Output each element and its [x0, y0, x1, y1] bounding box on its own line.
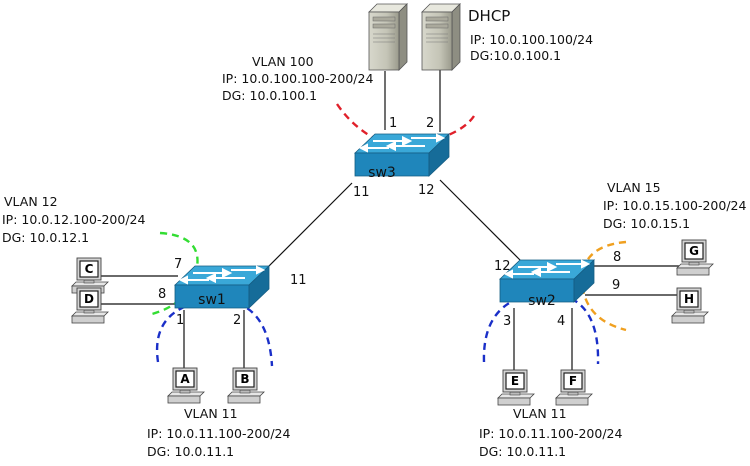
vlan100-ip: IP: 10.0.100.100-200/24: [222, 71, 374, 86]
sw2-label: sw2: [528, 293, 556, 309]
vlan11-left-ip: IP: 10.0.11.100-200/24: [147, 426, 291, 441]
vlan100-dg: DG: 10.0.100.1: [222, 88, 318, 103]
pc-c-label: C: [85, 262, 94, 276]
links: [100, 70, 680, 372]
dhcp-server-icon: [421, 3, 461, 71]
vlan11-left-dg: DG: 10.0.11.1: [147, 444, 235, 459]
sw1-port-2: 2: [233, 313, 242, 328]
vlan15-name: VLAN 15: [607, 180, 661, 195]
pc-a-label: A: [180, 372, 190, 386]
dhcp-name: DHCP: [468, 7, 511, 25]
pc-f-label: F: [569, 374, 577, 388]
sw1-label: sw1: [198, 292, 226, 308]
pc-h[interactable]: H: [671, 287, 709, 324]
vlan15-ip: IP: 10.0.15.100-200/24: [603, 198, 747, 213]
pc-e-label: E: [511, 374, 519, 388]
vlan12-dg: DG: 10.0.12.1: [2, 230, 90, 245]
pc-a[interactable]: A: [167, 367, 205, 404]
sw3-port-1: 1: [389, 116, 398, 131]
sw2-port-8: 8: [613, 250, 622, 265]
pc-d-label: D: [84, 292, 94, 306]
switch-labels: sw3 sw1 sw2: [198, 165, 556, 309]
pc-c[interactable]: C: [71, 257, 109, 294]
dhcp-ip: IP: 10.0.100.100/24: [470, 32, 594, 47]
pc-b-label: B: [240, 372, 249, 386]
pc-h-label: H: [684, 292, 694, 306]
vlan11-right-dg: DG: 10.0.11.1: [479, 444, 567, 459]
sw3-port-2: 2: [426, 116, 435, 131]
pc-f[interactable]: F: [555, 369, 593, 406]
vlan100-name: VLAN 100: [252, 54, 314, 69]
pc-icons: C D A B E F G H: [71, 239, 714, 406]
pc-g[interactable]: G: [676, 239, 714, 276]
vlan12-ip: IP: 10.0.12.100-200/24: [2, 212, 146, 227]
link-sw3-sw2: [439, 179, 523, 263]
sw3-label: sw3: [368, 165, 396, 181]
server-icon: [368, 3, 408, 71]
sw1-port-1: 1: [176, 313, 185, 328]
pc-b[interactable]: B: [227, 367, 265, 404]
vlan11-arc-sw1: [155, 298, 274, 367]
sw2-port-3: 3: [503, 314, 512, 329]
pc-d[interactable]: D: [71, 287, 109, 324]
sw2-port-9: 9: [612, 278, 621, 293]
vlan12-name: VLAN 12: [4, 194, 58, 209]
sw2-port-4: 4: [557, 314, 566, 329]
vlan15-dg: DG: 10.0.15.1: [603, 216, 691, 231]
sw1-port-11: 11: [290, 273, 307, 288]
pc-e[interactable]: E: [497, 369, 535, 406]
sw3-port-12: 12: [418, 183, 435, 198]
sw3-port-11: 11: [353, 185, 370, 200]
vlan11-right-ip: IP: 10.0.11.100-200/24: [479, 426, 623, 441]
pc-g-label: G: [689, 244, 699, 258]
dhcp-dg: DG:10.0.100.1: [470, 48, 562, 63]
vlan11-right-name: VLAN 11: [513, 406, 567, 421]
vlan11-left-name: VLAN 11: [184, 406, 238, 421]
sw2-port-12: 12: [494, 259, 511, 274]
sw1-port-8: 8: [158, 287, 167, 302]
link-sw3-sw1: [254, 182, 353, 281]
sw1-port-7: 7: [174, 257, 183, 272]
